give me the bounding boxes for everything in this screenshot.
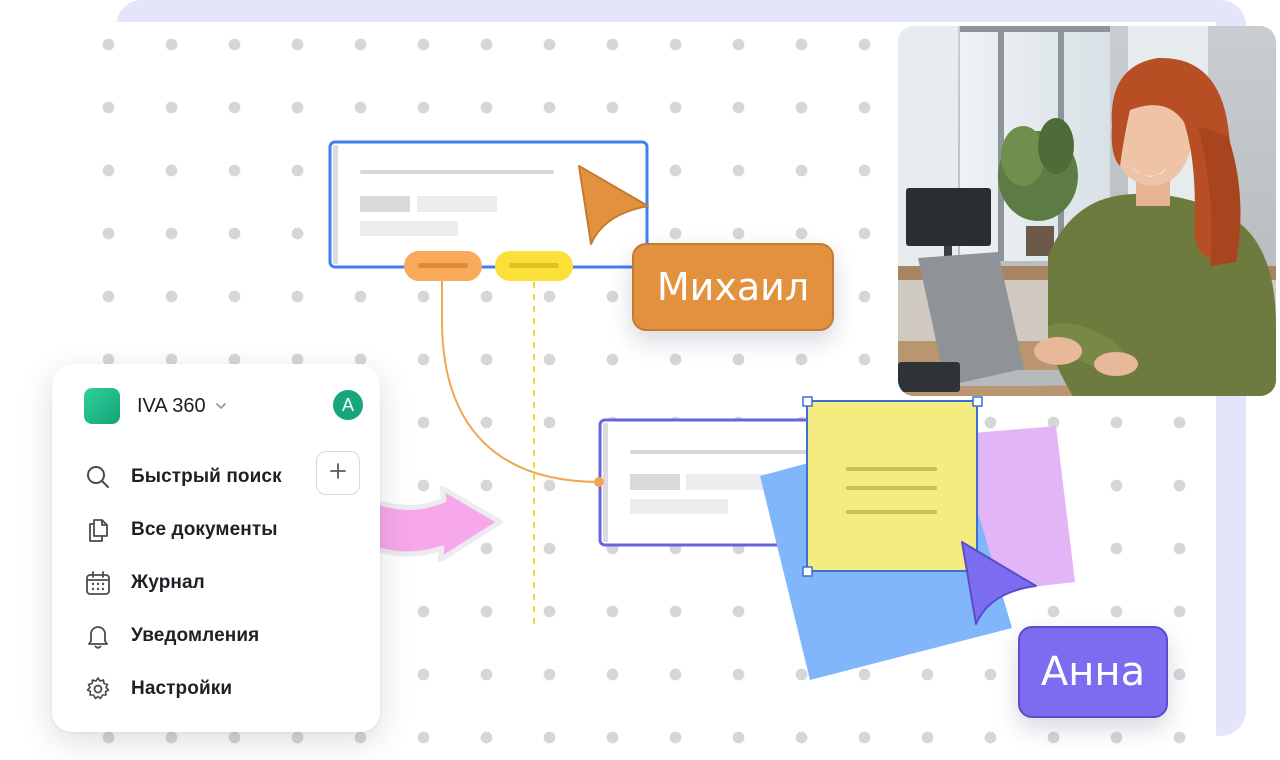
- avatar[interactable]: A: [333, 390, 363, 420]
- resize-handle: [802, 396, 813, 407]
- sticky-note-yellow-selected[interactable]: [802, 396, 983, 577]
- sidebar-panel: IVA 360 A Быстрый поиск Все документы Жу…: [52, 364, 380, 732]
- workspace-switcher[interactable]: IVA 360: [84, 388, 228, 424]
- bell-icon: [84, 622, 112, 650]
- sidebar-item-settings[interactable]: Настройки: [84, 662, 364, 715]
- sidebar-item-label: Все документы: [131, 518, 278, 540]
- sidebar-item-label: Быстрый поиск: [131, 465, 282, 487]
- cursor-label-anna: Анна: [1018, 626, 1168, 718]
- card-bottom[interactable]: [594, 418, 822, 547]
- chevron-down-icon: [214, 399, 228, 413]
- pill-orange[interactable]: [404, 251, 482, 281]
- documents-icon: [84, 516, 112, 544]
- sidebar-item-label: Настройки: [131, 677, 233, 699]
- sidebar-item-documents[interactable]: Все документы: [84, 503, 364, 556]
- arrow-shape[interactable]: [369, 485, 503, 563]
- gear-icon: [84, 675, 112, 703]
- cursor-arrow-icon: [961, 541, 1037, 625]
- sidebar-item-label: Журнал: [131, 571, 205, 593]
- sidebar-nav: Быстрый поиск Все документы Журнал Уведо…: [84, 450, 364, 715]
- sidebar-item-notifications[interactable]: Уведомления: [84, 609, 364, 662]
- connector-curve: [441, 268, 601, 483]
- pill-yellow[interactable]: [495, 251, 573, 281]
- resize-handle: [802, 566, 813, 577]
- resize-handle: [972, 396, 983, 407]
- search-icon: [84, 463, 112, 491]
- participant-photo: [898, 26, 1276, 396]
- sidebar-item-label: Уведомления: [131, 624, 260, 646]
- calendar-icon: [84, 569, 112, 597]
- sidebar-item-search[interactable]: Быстрый поиск: [84, 450, 364, 503]
- workspace-logo: [84, 388, 120, 424]
- add-button[interactable]: [316, 451, 360, 495]
- plus-icon: [328, 461, 348, 486]
- cursor-label-mikhail: Михаил: [632, 243, 834, 331]
- sidebar-item-journal[interactable]: Журнал: [84, 556, 364, 609]
- cursor-arrow-icon: [578, 165, 649, 245]
- video-participant-tile[interactable]: [898, 26, 1276, 396]
- workspace-name: IVA 360: [137, 394, 206, 417]
